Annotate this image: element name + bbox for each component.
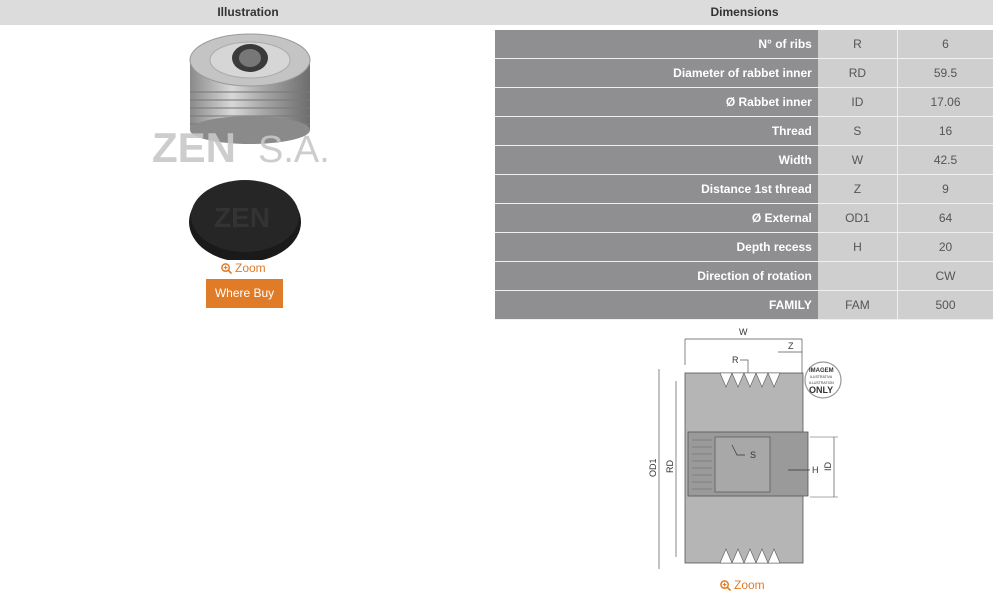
- dim-label: Distance 1st thread: [495, 174, 818, 204]
- dim-code: RD: [817, 58, 898, 88]
- dim-code: [817, 261, 898, 291]
- dim-label: Ø Rabbet inner: [495, 87, 818, 117]
- dim-value: 64: [897, 203, 993, 233]
- dim-label: Direction of rotation: [495, 261, 818, 291]
- dim-code: H: [817, 232, 898, 262]
- label-s: S: [750, 450, 756, 460]
- dim-value: 16: [897, 116, 993, 146]
- dim-code: Z: [817, 174, 898, 204]
- dim-value: CW: [897, 261, 993, 291]
- dim-value: 59.5: [897, 58, 993, 88]
- dimensions-heading: Dimensions: [710, 5, 779, 19]
- zoom-label: Zoom: [734, 578, 765, 592]
- label-od1: OD1: [648, 458, 658, 477]
- dim-label: Width: [495, 145, 818, 175]
- product-photo[interactable]: ZEN S.A. ZEN: [150, 30, 350, 260]
- dim-value: 6: [897, 30, 993, 59]
- stamp-top: IMAGEM: [809, 368, 834, 374]
- dim-code: W: [817, 145, 898, 175]
- dim-label: Diameter of rabbet inner: [495, 58, 818, 88]
- header-bar: Illustration Dimensions: [0, 0, 993, 25]
- svg-text:S.A.: S.A.: [258, 129, 330, 171]
- label-r: R: [732, 355, 739, 365]
- dim-label: Ø External: [495, 203, 818, 233]
- label-h: H: [812, 465, 819, 475]
- label-id: ID: [823, 461, 833, 471]
- label-z: Z: [788, 341, 794, 351]
- stamp-sub1: ILUSTRATIVA: [810, 375, 833, 379]
- illustration-heading: Illustration: [217, 5, 279, 19]
- watermark-text: ZEN: [152, 124, 236, 171]
- dim-value: 42.5: [897, 145, 993, 175]
- dim-value: 500: [897, 290, 993, 320]
- where-buy-button[interactable]: Where Buy: [206, 279, 283, 308]
- svg-text:ZEN: ZEN: [214, 202, 270, 233]
- dim-value: 17.06: [897, 87, 993, 117]
- dim-label: FAMILY: [495, 290, 818, 320]
- zoom-in-icon: [221, 262, 232, 274]
- dim-code: ID: [817, 87, 898, 117]
- dim-code: FAM: [817, 290, 898, 320]
- image-zoom-link[interactable]: Zoom: [221, 261, 266, 275]
- dimension-diagram[interactable]: W Z R S H: [640, 325, 855, 575]
- dim-label: Thread: [495, 116, 818, 146]
- table-row: Direction of rotation CW: [495, 261, 993, 291]
- diagram-zoom-link[interactable]: Zoom: [720, 578, 765, 592]
- dim-label: N° of ribs: [495, 30, 818, 59]
- label-w: W: [739, 327, 748, 337]
- dim-value: 20: [897, 232, 993, 262]
- dim-code: OD1: [817, 203, 898, 233]
- dim-label: Depth recess: [495, 232, 818, 262]
- dim-code: R: [817, 30, 898, 59]
- dim-code: S: [817, 116, 898, 146]
- stamp-sub2: ILLUSTRATION: [809, 381, 834, 385]
- label-rd: RD: [665, 460, 675, 473]
- zoom-in-icon: [720, 579, 731, 591]
- dim-value: 9: [897, 174, 993, 204]
- zoom-label: Zoom: [235, 261, 266, 275]
- stamp-bottom: ONLY: [809, 385, 833, 395]
